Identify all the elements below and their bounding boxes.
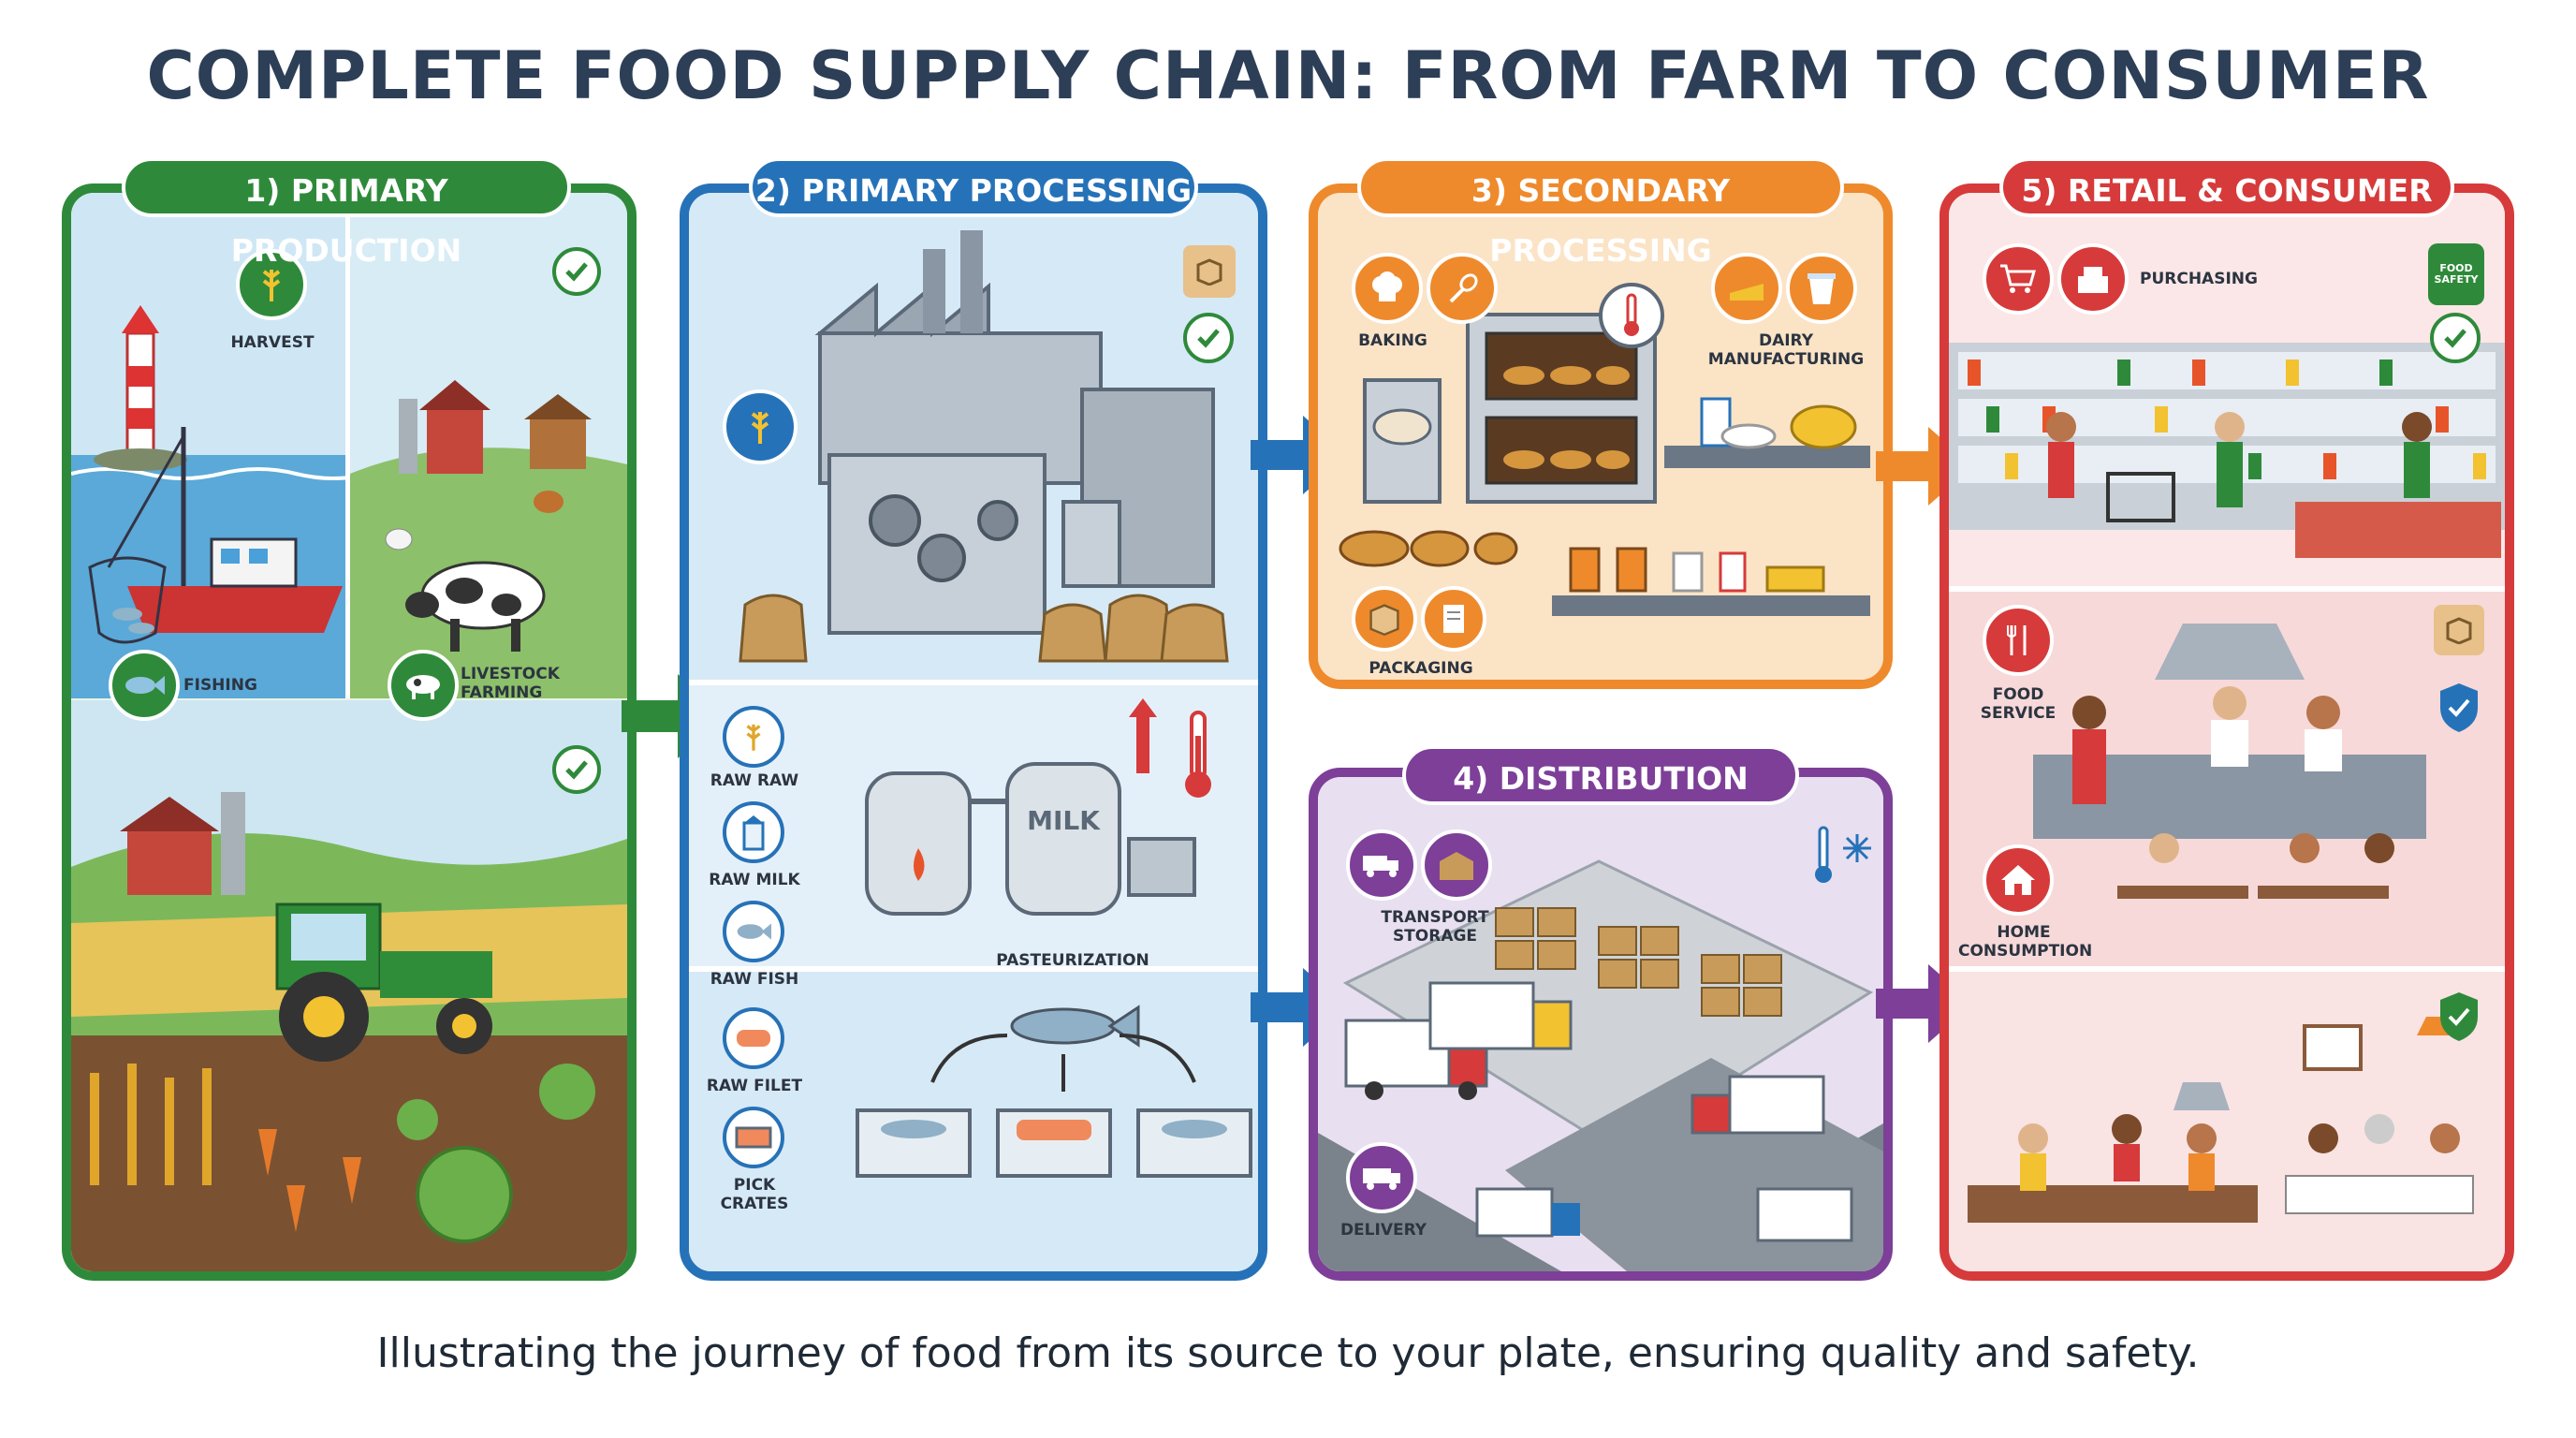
harvest-label: HARVEST [230,333,315,352]
check-icon [2430,313,2481,363]
truck-icon [1346,829,1417,901]
panel-primary-production: HARVEST FISHING LIVESTOCK FARMING [62,183,637,1281]
farm-illustration [71,193,627,1271]
panel-title-retail-consumer: 5) RETAIL & CONSUMER [1999,157,2454,217]
box-icon [2434,605,2484,655]
raw-milk-label: RAW MILK [709,871,800,889]
shield-icon [2434,680,2484,736]
svg-text:MILK: MILK [1027,805,1101,836]
cheese-icon [1711,253,1782,324]
raw-filet-label: RAW FILET [706,1077,803,1095]
packaging-label: PACKAGING [1368,659,1473,678]
shield-icon: FOOD SAFETY [2428,243,2484,305]
thermometer-icon [1599,283,1664,348]
thermometer-icon [1170,708,1226,801]
fishing-label: FISHING [183,676,257,695]
cow-icon [388,650,459,721]
box-icon [723,1107,784,1168]
home-consumption-label: HOME CONSUMPTION [1958,923,2093,961]
raw-fish-label: RAW FISH [710,970,799,989]
fish-icon [723,901,784,962]
livestock-label: LIVESTOCK FARMING [461,665,560,702]
distribution-illustration [1318,777,1883,1271]
page-title: COMPLETE FOOD SUPPLY CHAIN: FROM FARM TO… [146,37,2430,114]
snowflake-icon [1838,829,1876,867]
check-icon [552,745,601,794]
yogurt-icon [1786,253,1857,324]
raw-raw-label: RAW RAW [710,771,799,790]
baking-label: BAKING [1358,331,1427,350]
shield-icon [2434,989,2484,1045]
caption: Illustrating the journey of food from it… [376,1329,2200,1377]
cutlery-icon [1983,605,2054,676]
cart-icon [1983,243,2054,315]
panel-title-distribution: 4) DISTRIBUTION [1402,745,1799,805]
whisk-icon [1427,253,1498,324]
document-icon [1421,586,1486,652]
milk-icon [723,801,784,863]
pasteurization-label: PASTEURIZATION [996,951,1149,970]
fish-icon [723,1007,784,1069]
food-service-label: FOOD SERVICE [1980,685,2056,723]
dairy-label: DAIRY MANUFACTURING [1707,331,1865,369]
panel-title-secondary-processing: 3) SECONDARY PROCESSING [1357,157,1844,269]
panel-distribution: TRANSPORT STORAGE DELIVERY [1309,768,1893,1281]
register-icon [2057,243,2129,315]
transport-storage-label: TRANSPORT STORAGE [1381,908,1489,946]
panel-retail-consumer: PURCHASING FOOD SAFETY FOOD SERVICE HOME… [1939,183,2514,1281]
retail-illustration [1949,193,2505,1271]
house-icon [1983,844,2054,916]
panel-primary-processing: MILK RAW RAW RAW MILK RAW FISH PASTEURIZ… [680,183,1267,1281]
pick-crates-label: PICK CRATES [720,1176,789,1213]
wheat-icon [723,389,798,464]
box-icon [1183,245,1236,298]
panel-title-primary-production: 1) PRIMARY PRODUCTION [122,157,571,269]
delivery-label: DELIVERY [1339,1221,1427,1240]
wheat-icon [723,706,784,768]
check-icon [552,247,601,296]
fish-icon [109,650,180,721]
van-icon [1346,1142,1417,1213]
warehouse-icon [1421,829,1492,901]
check-icon [1183,313,1234,363]
wheat-icon [236,249,307,320]
thermometer-icon [1805,818,1842,893]
package-icon [1352,586,1417,652]
purchasing-label: PURCHASING [2140,270,2258,288]
food-safety-label: FOOD SAFETY [2434,262,2479,286]
panel-title-primary-processing: 2) PRIMARY PROCESSING [749,157,1198,217]
chef-hat-icon [1352,253,1423,324]
